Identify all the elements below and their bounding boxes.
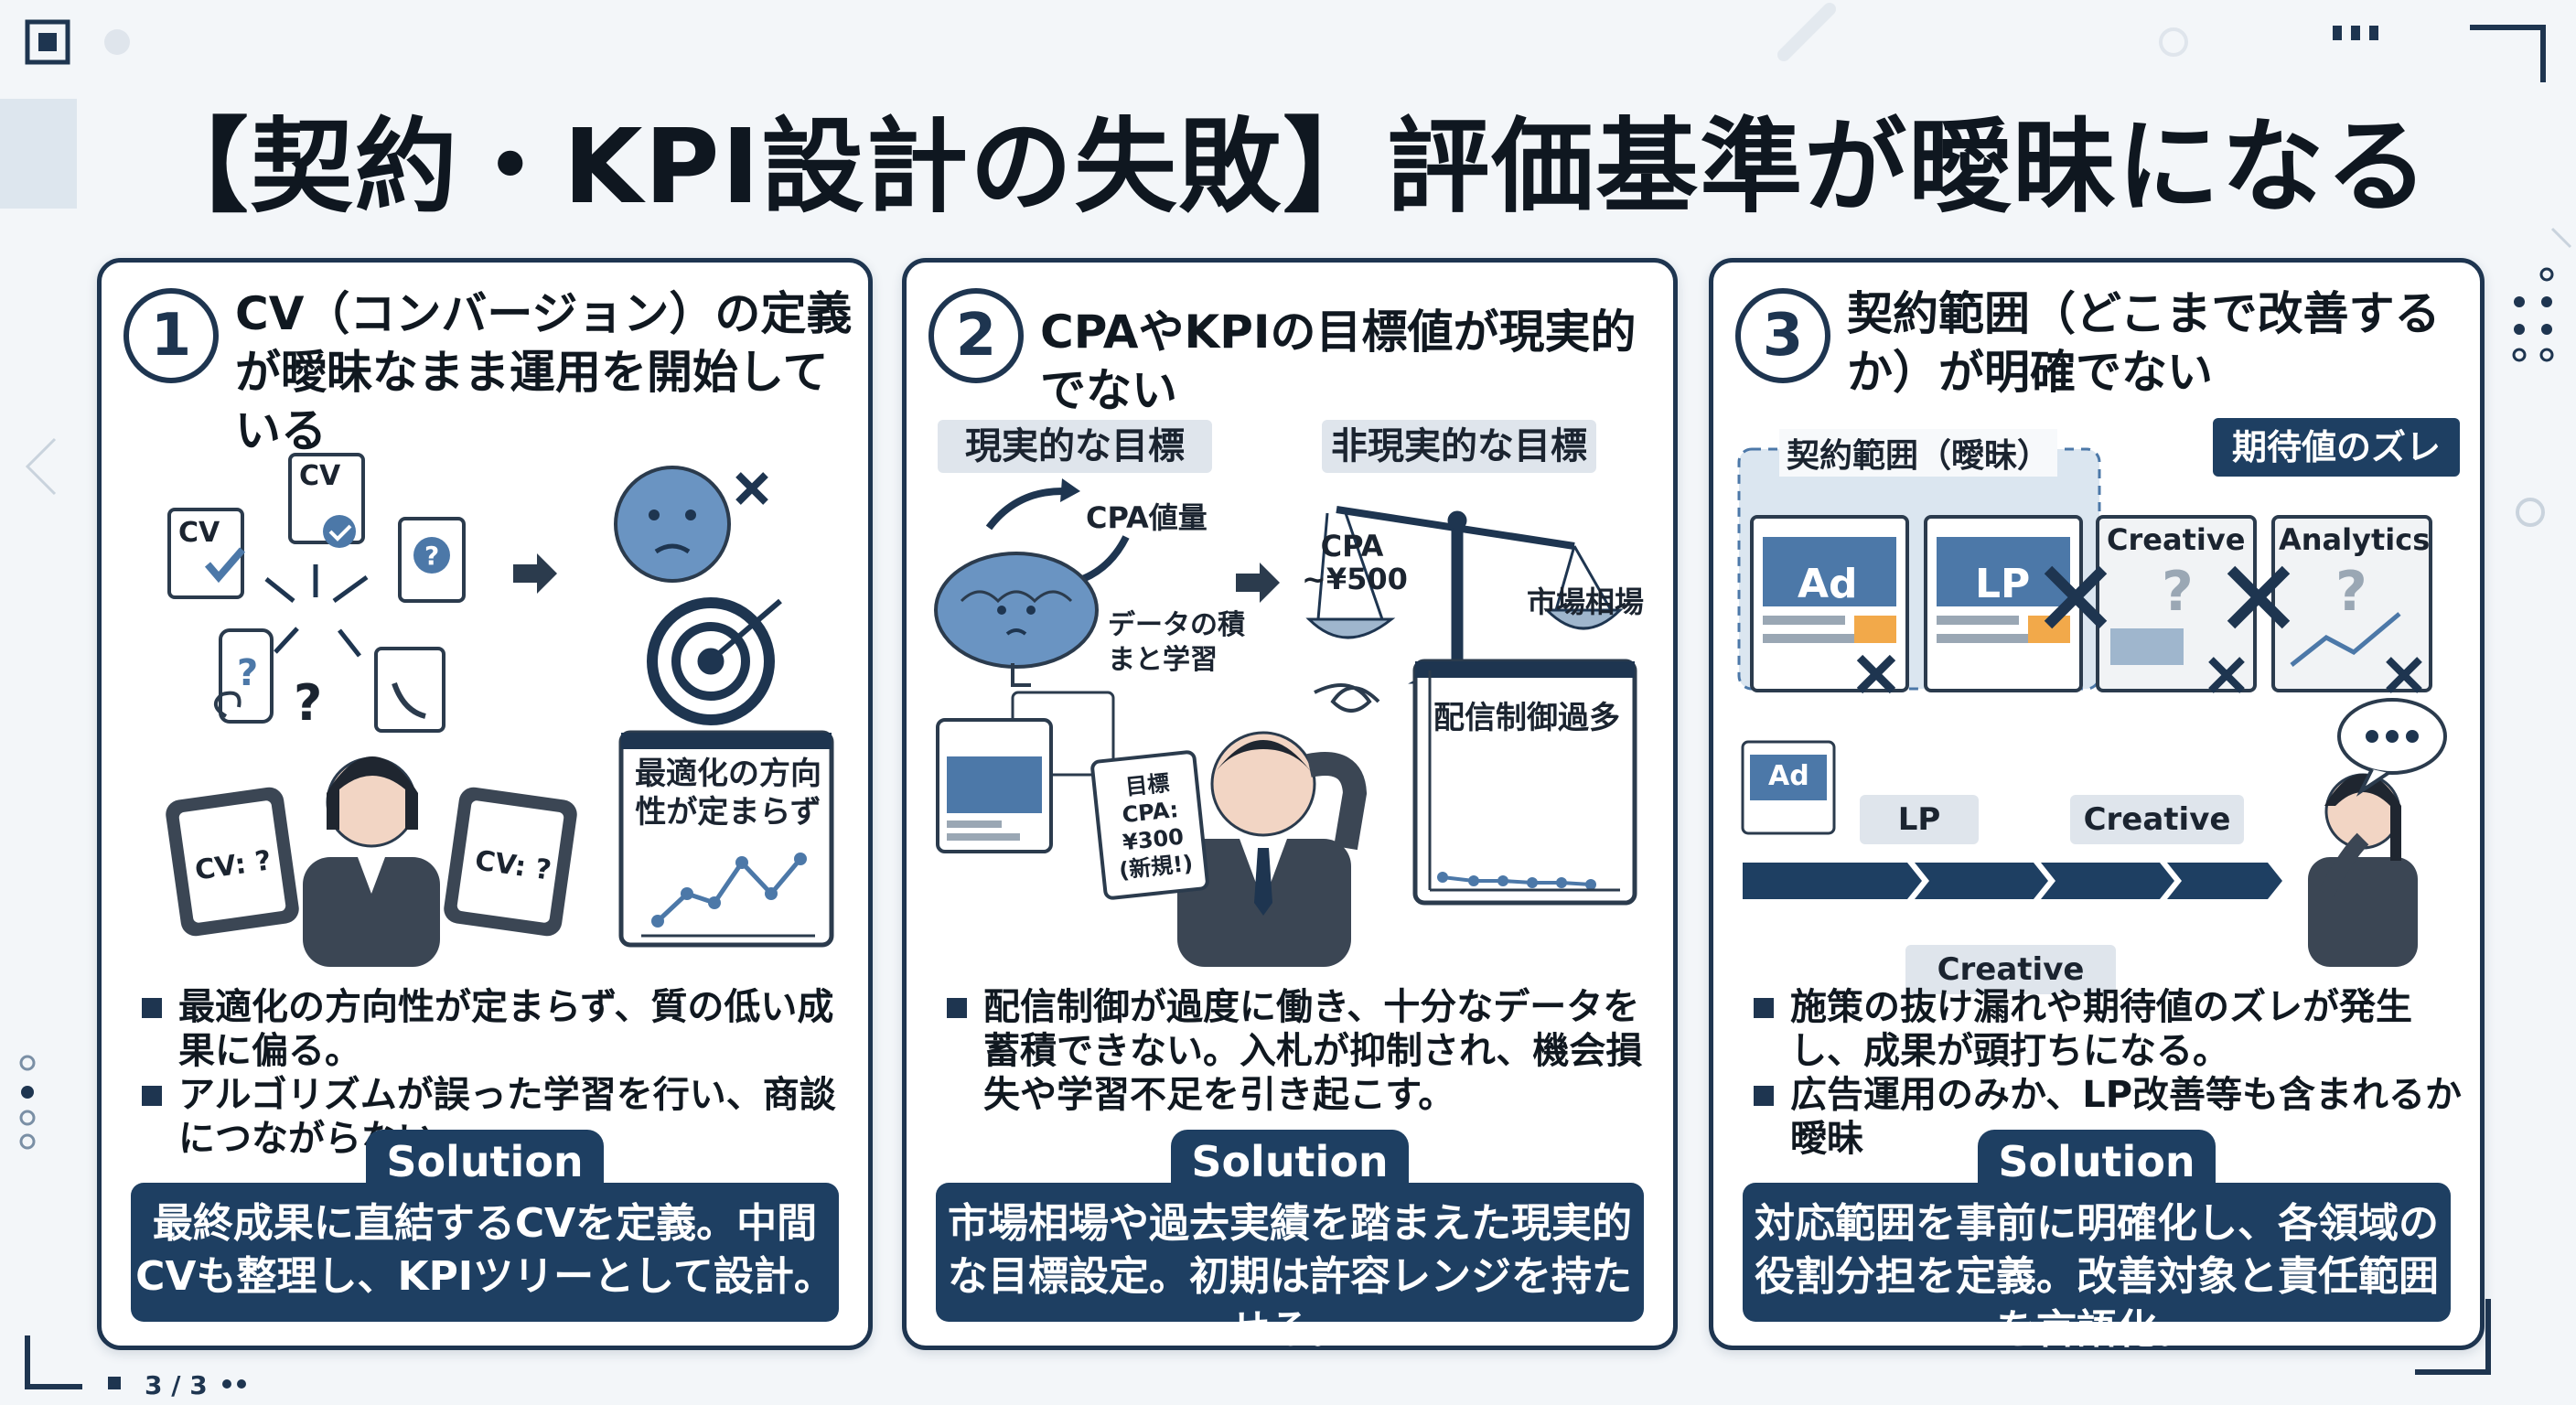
solution-box: 最終成果に直結するCVを定義。中間CVも整理し、KPIツリーとして設計。 — [131, 1183, 839, 1322]
solution-label: Solution — [1978, 1130, 2216, 1190]
cv-illustration-graphics: ? ? — [166, 453, 834, 967]
bullet-list: 施策の抜け漏れや期待値のズレが発生し、成果が頭打ちになる。 広告運用のみか、LP… — [1750, 985, 2473, 1161]
thinking-woman-icon — [2308, 773, 2418, 967]
tablet-right-icon — [444, 787, 577, 937]
svg-text:?: ? — [237, 652, 258, 694]
ad-card-icon — [936, 691, 1115, 853]
target-sheet — [1090, 750, 1209, 900]
chart-line — [656, 857, 802, 923]
data-accumulation-label: データの積まと学習 — [1108, 609, 1245, 676]
ad-card-label: Ad — [974, 885, 1021, 921]
brain-icon — [934, 552, 1099, 687]
speech-bubble-icon — [2337, 698, 2447, 797]
scribble-icon — [214, 691, 242, 718]
target-icon — [647, 597, 782, 725]
person-confused-icon — [303, 756, 440, 967]
flow-creative-chip: Creative — [2070, 795, 2244, 844]
market-scale-label: 市場相場 — [1527, 585, 1645, 619]
kpi-illustration: 現実的な目標 非現実的な目標 CPA値量 データの積まと学習 CPA ~¥500… — [925, 418, 1657, 967]
panel-kpi-targets: 2 CPAやKPIの目標値が現実的でない — [902, 258, 1678, 1353]
contract-scope-label: 契約範囲（曖昧） — [1779, 429, 2058, 477]
bullet-item: 配信制御が過度に働き、十分なデータを蓄積できない。入札が抑制され、機会損失や学習… — [943, 985, 1666, 1117]
balance-scale-icon — [1305, 506, 1624, 684]
cpa-scale-label: CPA ~¥500 — [1302, 529, 1408, 596]
doc-cv-label: CV — [178, 517, 220, 549]
panel-contract-scope: 3 契約範囲（どこまで改善するか）が明確でない ? — [1709, 258, 2485, 1353]
scope-illustration: ? ? — [1732, 418, 2463, 994]
solution-box: 市場相場や過去実績を踏まえた現実的な目標設定。初期は許容レンジを持たせる。 — [936, 1183, 1644, 1353]
panel-number: 3 — [1735, 288, 1830, 383]
bullet-list: 配信制御が過度に働き、十分なデータを蓄積できない。入札が抑制され、機会損失や学習… — [943, 985, 1666, 1117]
scope-illustration-graphics: ? ? — [1737, 447, 2447, 967]
card-analytics-label: Analytics — [2279, 522, 2431, 557]
cpa-value-label: CPA値量 — [1086, 500, 1208, 535]
tablet-left-icon — [166, 787, 299, 937]
checkmark-icon — [204, 547, 246, 584]
bullet-item: 施策の抜け漏れや期待値のズレが発生し、成果が頭打ちになる。 — [1750, 985, 2473, 1073]
card-lp-label: LP — [1975, 561, 2031, 607]
card-creative-label: Creative — [2107, 522, 2246, 557]
target-sheet-label: 目標CPA: ¥300 (新規!) — [1118, 769, 1195, 884]
realistic-goal-chip: 現実的な目標 — [938, 420, 1212, 473]
panel-heading: 契約範囲（どこまで改善するか）が明確でない — [1847, 287, 2441, 399]
arrow-right-icon — [513, 553, 557, 594]
svg-text:?: ? — [424, 541, 439, 571]
x-mark-icon — [2044, 565, 2291, 629]
phone-icon — [392, 681, 426, 719]
solution-box: 対応範囲を事前に明確化し、各領域の役割分担を定義。改善対象と責任範囲を言語化。 — [1743, 1183, 2451, 1353]
kpi-illustration-graphics — [934, 478, 1637, 967]
chart-title: 最適化の方向性が定まらず — [635, 756, 821, 831]
page-title: 【契約・KPI設計の失敗】評価基準が曖昧になる — [145, 108, 2431, 227]
unrealistic-goal-chip: 非現実的な目標 — [1322, 420, 1596, 473]
panel-cv-definition: 1 CV（コンバージョン）の定義が曖昧なまま運用を開始している ? ? — [97, 258, 873, 1350]
card-ad-label: Ad — [1798, 561, 1858, 607]
bullet-item: 最適化の方向性が定まらず、質の低い成果に偏る。 — [138, 985, 861, 1073]
cv-illustration: ? ? — [120, 418, 852, 967]
expectation-gap-badge: 期待値のズレ — [2213, 418, 2460, 477]
ad-card-icon — [1750, 515, 1909, 694]
stress-scribble-icon — [1314, 683, 1380, 713]
arrow-icons — [264, 564, 369, 658]
page-indicator: 3 / 3 — [145, 1370, 208, 1400]
analytics-card-icon: ? — [2271, 515, 2432, 692]
solution-label: Solution — [1171, 1130, 1409, 1190]
svg-text:?: ? — [2335, 560, 2367, 624]
bullet-item: 広告運用のみか、LP改善等も含まれるか曖昧 — [1750, 1073, 2473, 1161]
stressed-man-icon — [1177, 683, 1380, 967]
delivery-chart-title: 配信制御過多 — [1433, 700, 1620, 736]
panel-heading: CPAやKPIの目標値が現実的でない — [1040, 306, 1637, 417]
flow-arrow-bar — [1743, 863, 2282, 899]
question-icon — [413, 537, 450, 574]
doc-cv-label: CV — [299, 460, 341, 492]
question-mark-icon: ? — [294, 674, 322, 732]
curved-arrow-icon — [985, 488, 1063, 531]
flow-lp-chip: LP — [1860, 795, 1979, 844]
panel-number: 1 — [123, 288, 219, 383]
svg-text:?: ? — [2162, 560, 2194, 624]
panel-number: 2 — [928, 288, 1024, 383]
bullet-list: 最適化の方向性が定まらず、質の低い成果に偏る。 アルゴリズムが誤った学習を行い、… — [138, 985, 861, 1161]
panel-heading: CV（コンバージョン）の定義が曖昧なまま運用を開始している — [235, 287, 853, 457]
solution-label: Solution — [366, 1130, 604, 1190]
worried-face-icon — [614, 466, 731, 583]
corner-square-icon — [25, 19, 70, 65]
flow-creative-chip-bottom: Creative — [1905, 945, 2116, 994]
x-mark-icon — [735, 472, 768, 505]
check-icon — [323, 515, 356, 548]
arrow-right-icon — [1236, 563, 1280, 603]
flow-ad-label: Ad — [1768, 760, 1809, 792]
